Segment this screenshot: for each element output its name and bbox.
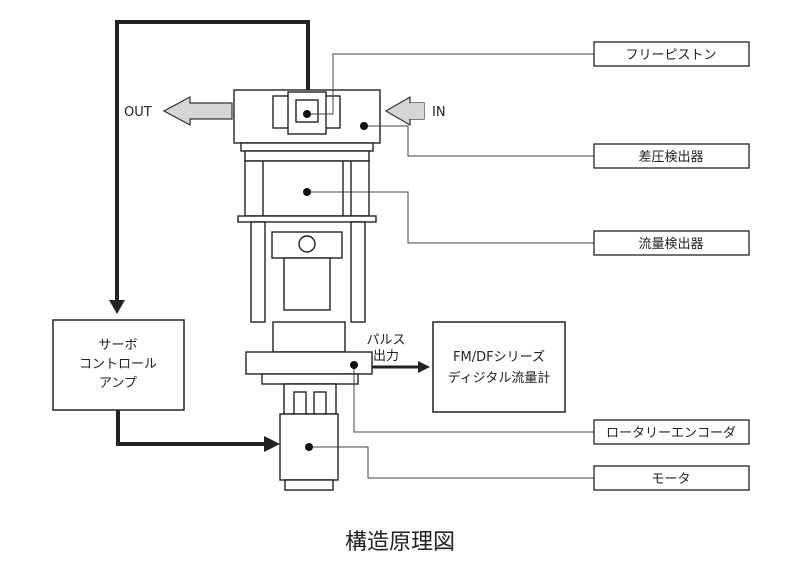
flow-detector-label: 流量検出器 [638,237,703,252]
flowmeter-line2: ディジタル流量計 [448,370,551,386]
out-arrow [162,95,233,127]
device-body [233,89,381,491]
callout-motor: モータ [593,465,750,491]
diagram-caption: 構造原理図 [345,530,455,555]
callout-diff-pressure-detector: 差圧検出器 [593,143,750,169]
servo-amp-line2: コントロール [79,357,157,372]
digital-flowmeter-box: FM/DFシリーズ ディジタル流量計 [432,321,566,413]
servo-amp-line3: アンプ [99,376,137,391]
callout-flow-detector: 流量検出器 [593,230,750,256]
pulse-output-line2: 出力 [373,349,399,364]
rotary-encoder-label: ロータリーエンコーダ [606,426,736,441]
servo-amp-line1: サーボ [98,338,137,353]
amp-to-motor-line [116,410,280,452]
feedback-loop [109,20,310,314]
in-label: IN [432,105,446,120]
diff-pressure-detector-label: 差圧検出器 [638,150,703,165]
leader-dots [303,110,368,451]
callout-free-piston: フリーピストン [593,41,750,67]
motor-label: モータ [651,472,690,487]
callout-rotary-encoder: ロータリーエンコーダ [593,419,750,445]
pulse-output-line1: パルス [366,333,405,348]
in-arrow [384,95,425,127]
flowmeter-line1: FM/DFシリーズ [453,349,545,365]
free-piston-label: フリーピストン [625,48,716,63]
leader-lines [307,53,594,479]
servo-control-amp: サーボ コントロール アンプ [52,319,185,411]
out-label: OUT [124,105,152,120]
pulse-output-arrow [372,361,430,373]
